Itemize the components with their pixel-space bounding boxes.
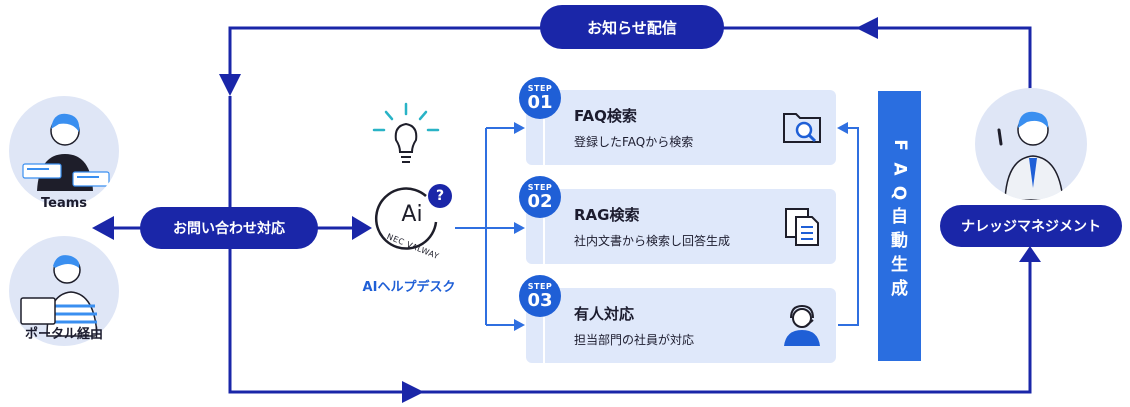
teams-label: Teams <box>40 196 87 211</box>
step-description: 登録したFAQから検索 <box>574 135 694 149</box>
step-description: 社内文書から検索し回答生成 <box>574 234 731 248</box>
teams-user-illustration <box>22 113 110 191</box>
ai-logo-icon <box>374 187 438 250</box>
arrow-bottom-right <box>402 381 424 403</box>
knowledge-management-pill: ナレッジマネジメント <box>940 205 1122 247</box>
step-badge: STEP 02 <box>519 176 561 218</box>
arrow-to-ai <box>352 216 372 240</box>
ai-helpdesk-label: AIヘルプデスク <box>362 280 456 295</box>
step-title: RAG検索 <box>574 206 640 224</box>
lightbulb-icon <box>372 102 440 163</box>
arrow-top-left <box>856 17 878 39</box>
step-badge: STEP 01 <box>519 77 561 119</box>
operator-icon <box>784 304 820 346</box>
step-title: FAQ検索 <box>574 107 637 125</box>
arrow-to-channels <box>92 216 114 240</box>
documents-icon <box>785 208 819 246</box>
step-description: 担当部門の社員が対応 <box>574 333 695 347</box>
step-faq-panel: FAQ検索 登録したFAQから検索 <box>526 90 836 165</box>
step-badge: STEP 03 <box>519 275 561 317</box>
portal-label: ポータル経由 <box>24 327 103 342</box>
notification-banner: お知らせ配信 <box>540 5 724 49</box>
portal-circle <box>9 236 119 346</box>
manager-illustration <box>997 111 1064 200</box>
inquiry-pill: お問い合わせ対応 <box>140 207 318 249</box>
arrow-up-right <box>1019 246 1041 262</box>
ai-badge: ? <box>428 184 452 208</box>
portal-user-illustration <box>20 255 98 337</box>
folder-search-icon <box>783 113 821 143</box>
knowledge-manager-circle <box>975 88 1087 200</box>
teams-circle <box>9 96 119 206</box>
arrow-down-left <box>219 74 241 96</box>
step-rag-panel: RAG検索 社内文書から検索し回答生成 <box>526 189 836 264</box>
step-human-panel: 有人対応 担当部門の社員が対応 <box>526 288 836 363</box>
ai-logo-text: Ai <box>401 202 423 227</box>
step-title: 有人対応 <box>574 305 635 323</box>
faq-auto-generation-bar: F A Q 自 動 生 成 <box>878 91 921 361</box>
